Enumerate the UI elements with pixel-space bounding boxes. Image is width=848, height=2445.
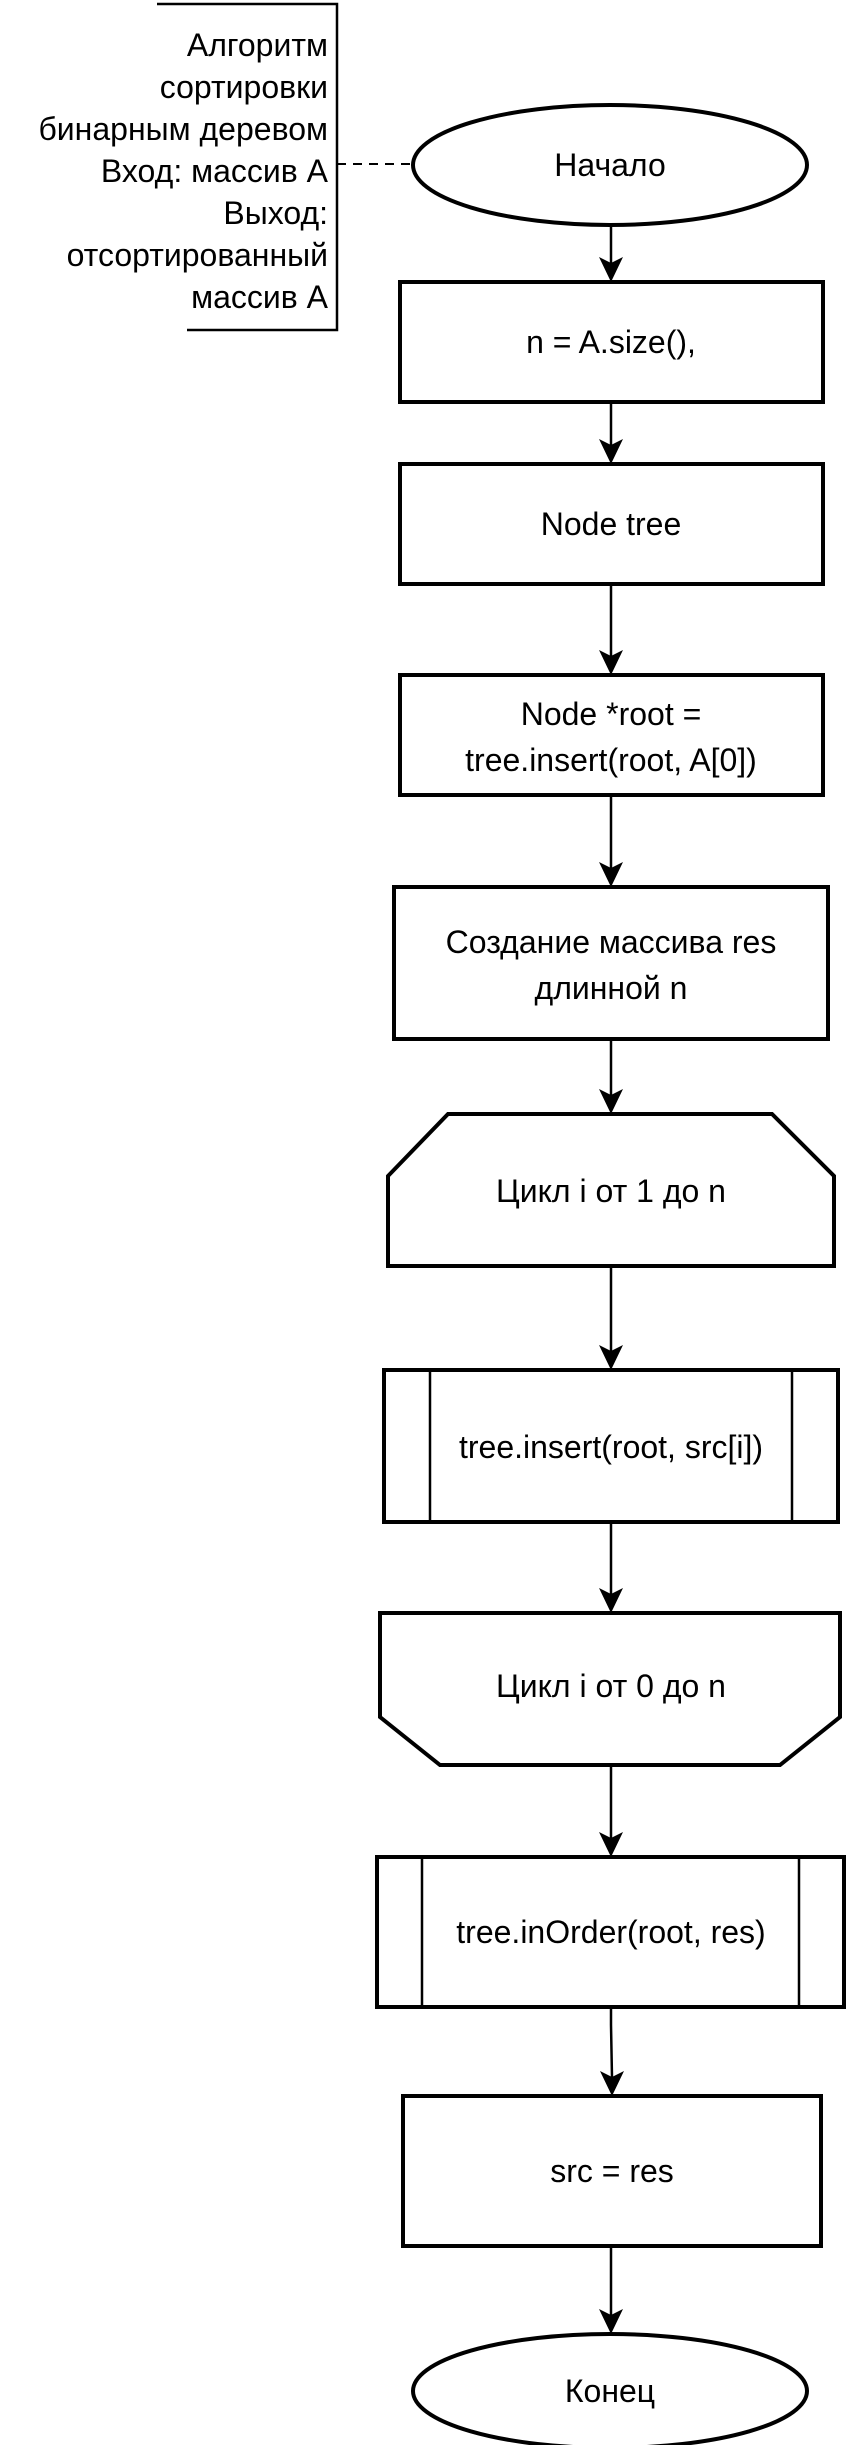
root-insert-node: Node *root = tree.insert(root, A[0]) (398, 673, 825, 797)
assign-label: src = res (550, 2153, 674, 2189)
comment-line-5: Выход: (223, 195, 328, 231)
create-res-label-line-1: Создание массива res (446, 924, 777, 960)
comment-annotation: Алгоритм сортировки бинарным деревом Вхо… (38, 2, 412, 332)
edge-init-to-tree (599, 402, 623, 464)
init-n-label: n = A.size(), (526, 324, 696, 360)
edge-start-to-init (599, 225, 623, 282)
insert-subroutine-label: tree.insert(root, src[i]) (459, 1429, 763, 1465)
edge-res-to-loop1 (599, 1039, 623, 1114)
init-n-node: n = A.size(), (398, 280, 825, 404)
declare-tree-node: Node tree (398, 462, 825, 586)
edge-loop2-to-inorder (599, 1765, 623, 1857)
end-label: Конец (565, 2373, 655, 2409)
edge-insert-to-loop2 (599, 1522, 623, 1613)
root-insert-label-line-1: Node *root = (521, 696, 702, 732)
comment-bracket (157, 2, 339, 332)
start-label: Начало (554, 147, 666, 183)
assign-node: src = res (401, 2094, 823, 2248)
edge-assign-to-end (599, 2246, 623, 2334)
inorder-subroutine-node: tree.inOrder(root, res) (375, 1855, 846, 2009)
comment-line-3: бинарным деревом (38, 111, 328, 147)
loop2-label: Цикл i от 0 до n (496, 1668, 726, 1704)
comment-line-7: массив A (191, 279, 329, 315)
comment-line-1: Алгоритм (187, 27, 328, 63)
edge-inorder-to-assign (600, 2007, 624, 2096)
edge-root-to-res (599, 795, 623, 887)
loop2-end-node: Цикл i от 0 до n (378, 1611, 842, 1767)
comment-line-2: сортировки (160, 69, 328, 105)
edge-tree-to-root (599, 584, 623, 675)
root-insert-label-line-2: tree.insert(root, A[0]) (465, 742, 757, 778)
create-res-node: Создание массива res длинной n (392, 885, 830, 1041)
declare-tree-label: Node tree (541, 506, 682, 542)
end-node: Конец (411, 2332, 809, 2445)
comment-line-4: Вход: массив A (101, 153, 329, 189)
inorder-subroutine-label: tree.inOrder(root, res) (456, 1914, 765, 1950)
create-res-label-line-2: длинной n (535, 970, 688, 1006)
edge-loop1-to-insert (599, 1266, 623, 1370)
start-node: Начало (411, 103, 809, 227)
loop1-start-node: Цикл i от 1 до n (386, 1112, 836, 1268)
insert-subroutine-node: tree.insert(root, src[i]) (382, 1368, 840, 1524)
loop1-label: Цикл i от 1 до n (496, 1173, 726, 1209)
comment-line-6: отсортированный (67, 237, 328, 273)
